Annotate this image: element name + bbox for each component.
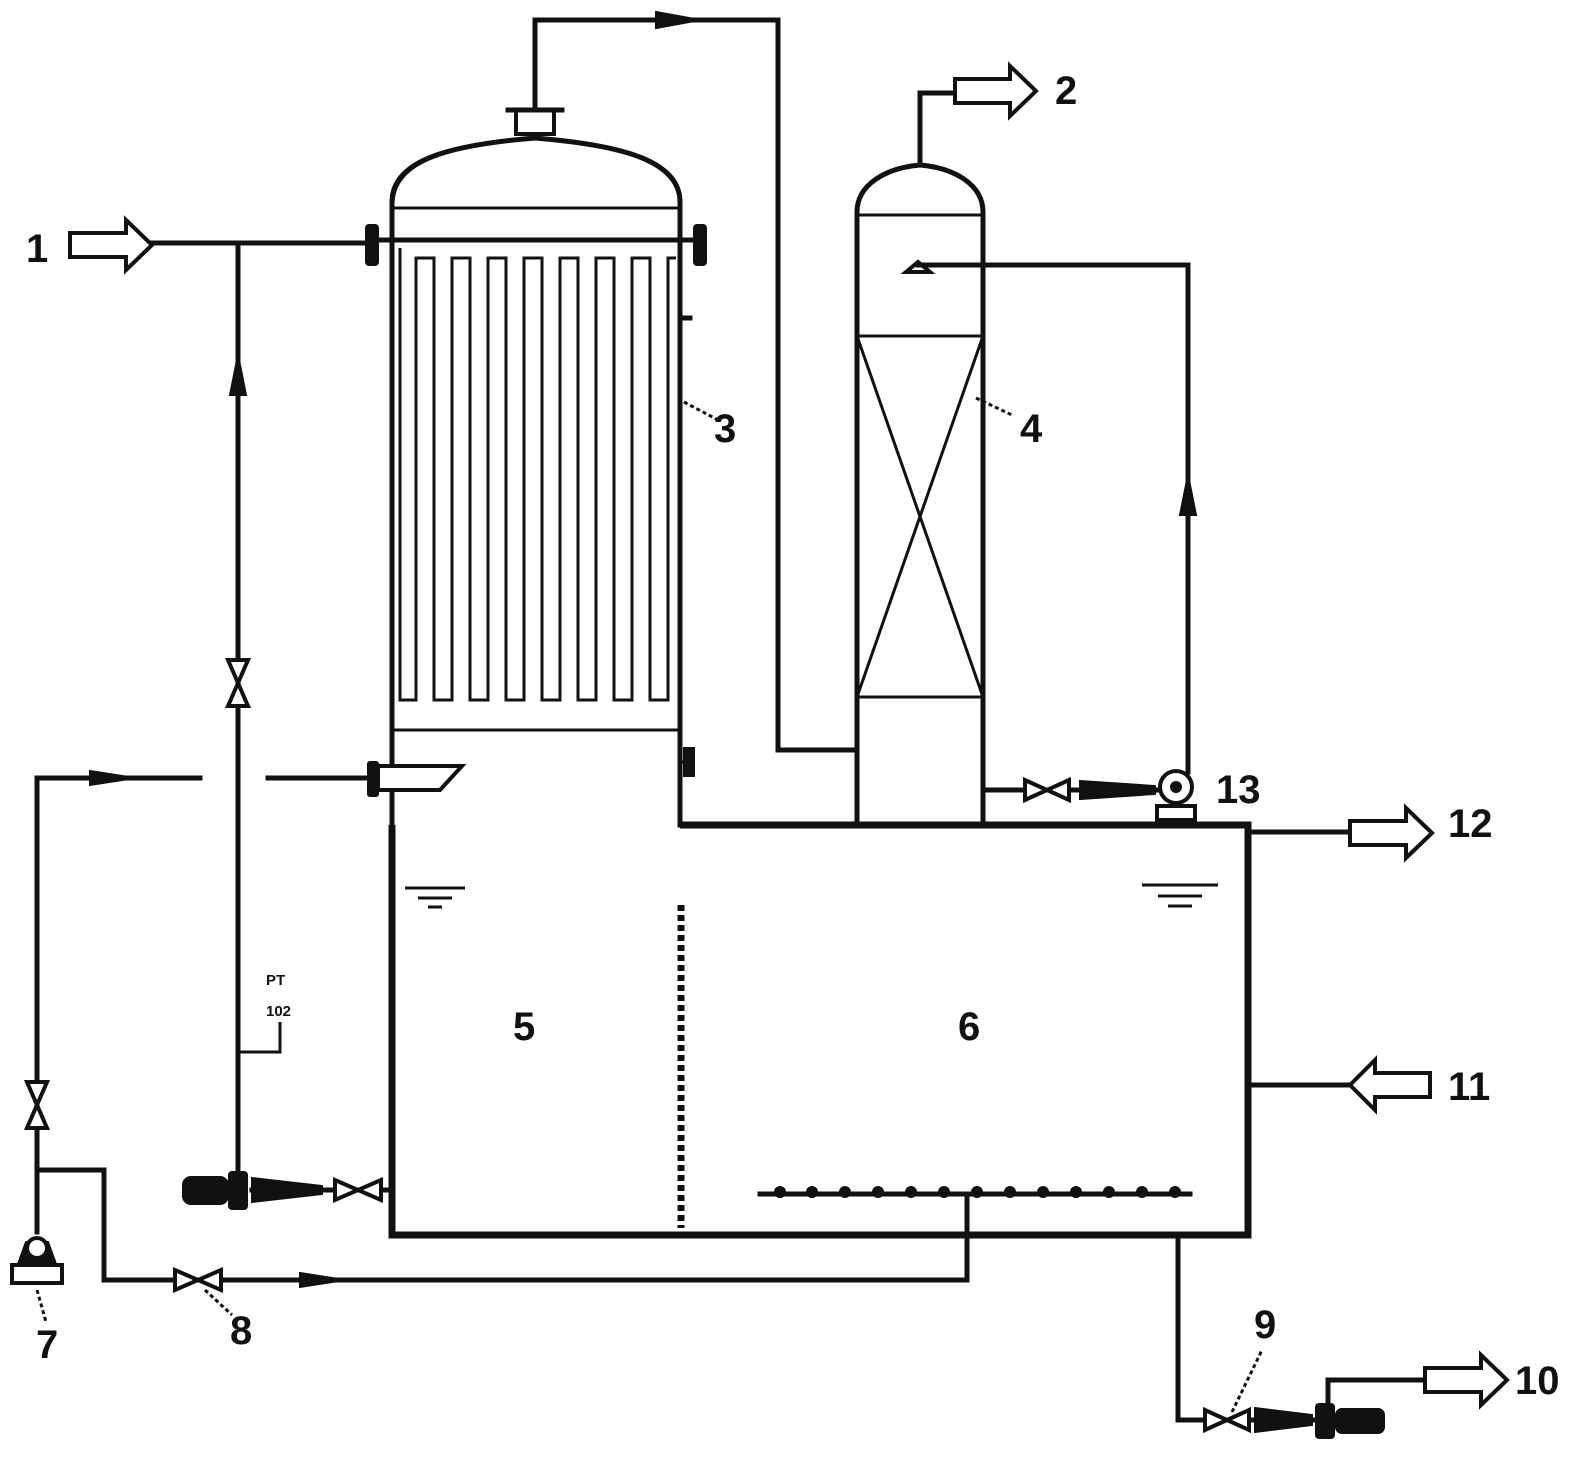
pump-recycle [182,1163,323,1210]
label-12: 12 [1448,802,1493,846]
gas-inlet-sparger [367,761,467,797]
flow-arrow-air [89,769,136,787]
flow-arrow-aeration [299,1271,346,1289]
label-13: 13 [1216,768,1261,812]
blower-7 [10,1236,64,1285]
label-6: 6 [958,1005,980,1049]
valve-blower-line [23,1080,51,1130]
stream-arrow-1 [68,215,155,275]
flow-arrow-spray-up [1178,474,1198,516]
label-9: 9 [1254,1303,1276,1347]
label-7: 7 [36,1323,58,1367]
flow-arrows [89,10,1198,1289]
absorption-tower-4 [854,90,986,828]
label-3: 3 [714,407,736,451]
valve-tower-outlet [1023,776,1071,804]
labels: 1 2 3 4 5 6 7 8 9 10 11 12 13 PT 102 [26,69,1560,1403]
valve-9 [1203,1406,1251,1434]
label-4: 4 [1020,407,1043,451]
pump-13 [1079,769,1197,822]
valve-recycle-line [224,658,252,708]
label-8: 8 [230,1309,252,1353]
label-11: 11 [1448,1065,1490,1109]
reactor-vessel-3 [365,107,707,828]
valves [23,658,1251,1434]
water-level-left [405,886,465,909]
label-1: 1 [26,227,48,271]
stream-arrow-10 [1423,1350,1510,1410]
water-level-right [1142,883,1218,908]
water-tank [388,821,1252,1283]
label-10: 10 [1515,1359,1560,1403]
valve-pump-suction [333,1176,383,1204]
pipelines [34,17,1428,1423]
instrument-tag-line2: 102 [266,1003,291,1020]
stream-arrow-11 [1347,1055,1432,1115]
valve-8 [173,1266,223,1294]
aeration-diffuser [757,1186,1193,1283]
leader-lines [35,396,1264,1413]
instrument-tag-line1: PT [266,972,285,989]
stream-arrow-12 [1348,803,1435,863]
tube-bundle [398,248,676,702]
pump-discharge [1254,1403,1385,1439]
flow-arrow-recycle-up [228,354,248,396]
label-2: 2 [1055,69,1077,113]
stream-arrow-2 [953,61,1039,121]
flow-arrow-top [655,10,701,30]
label-5: 5 [513,1005,535,1049]
stream-arrows [68,61,1510,1410]
